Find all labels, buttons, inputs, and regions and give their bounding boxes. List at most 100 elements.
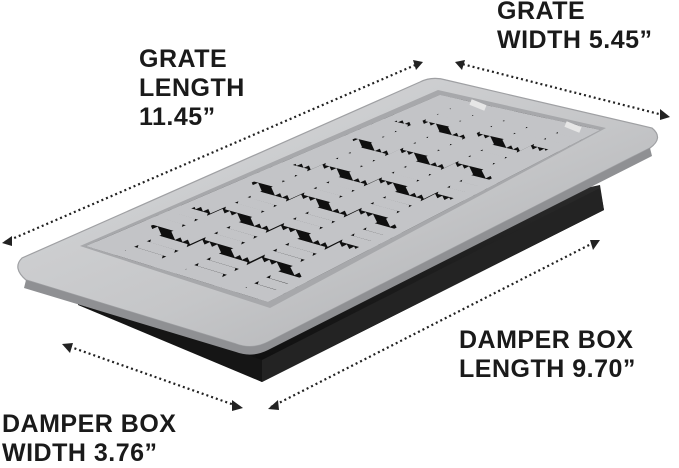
grille-bar	[227, 262, 281, 295]
grille-bar	[230, 225, 285, 258]
grille-bar	[98, 224, 154, 256]
grille-bar	[238, 227, 293, 260]
damper-width-dimension-line	[64, 343, 241, 409]
grille-bar	[307, 138, 363, 170]
grille-bar	[86, 95, 450, 254]
grille-bar	[159, 242, 214, 274]
grille-bar	[425, 112, 460, 129]
grille-bar	[237, 195, 275, 214]
grille-bar	[288, 237, 326, 256]
grille-bar	[265, 198, 320, 231]
grille-bar	[363, 152, 418, 185]
grille-bar	[407, 95, 463, 126]
grille-bar	[151, 239, 207, 272]
grille-bar	[488, 147, 542, 181]
grille-bar	[323, 214, 378, 247]
grille-bar	[479, 124, 515, 141]
grille-bar	[385, 189, 422, 208]
grille-bar	[219, 259, 274, 293]
grille-bar	[308, 210, 363, 243]
grille-bar	[515, 118, 570, 152]
grille-bar	[342, 182, 397, 216]
grille-bar	[470, 148, 506, 166]
grille-bar	[197, 257, 236, 277]
grille-bar	[427, 129, 463, 147]
grille-bar	[337, 150, 374, 169]
grille-bar	[461, 106, 516, 139]
grille-bar	[290, 242, 344, 276]
grille-bar	[412, 164, 467, 198]
dimension-arrowheads	[2, 60, 670, 411]
grille-bar	[415, 135, 451, 153]
grille-bar	[297, 244, 351, 278]
grille-bar	[209, 251, 248, 271]
grille-bar	[393, 165, 430, 183]
grille-bar	[386, 193, 440, 227]
grille-bar	[285, 168, 341, 200]
grille-bar	[186, 213, 241, 245]
grille-bar	[250, 189, 287, 208]
damper-length-dimension-line	[270, 240, 598, 408]
damper-box-length-line1: DAMPER BOX	[459, 326, 634, 354]
grille-bar	[258, 123, 600, 302]
grille-bar	[328, 175, 365, 193]
grille-bar	[278, 166, 334, 198]
grille-bar	[402, 141, 439, 158]
grate-length-label: GRATE LENGTH 11.45”	[139, 45, 245, 132]
grille-bar	[458, 154, 494, 172]
grille-bar	[206, 182, 262, 214]
grille-bar	[166, 244, 222, 277]
grille-bar	[419, 166, 474, 199]
grille-bar	[217, 225, 255, 245]
grille-bar	[316, 212, 370, 245]
grille-bar	[137, 239, 176, 259]
grille-bar	[335, 180, 390, 214]
grille-bar	[257, 196, 313, 229]
grille-bar	[125, 244, 163, 265]
grille-bar	[325, 156, 361, 174]
grille-bar	[171, 208, 227, 240]
grille-bar	[482, 142, 518, 160]
grille-bar	[384, 123, 440, 155]
grille-bar	[373, 195, 410, 214]
grille-bar	[204, 231, 243, 251]
grille-bar	[185, 263, 224, 283]
grille-bar	[437, 106, 473, 123]
grille-bar	[504, 113, 539, 130]
grille-bar	[199, 180, 255, 212]
grille-bar	[450, 101, 485, 118]
damper-box-length-label: DAMPER BOX LENGTH 9.70”	[459, 326, 636, 384]
damper-box-width-label: DAMPER BOX WIDTH 3.76”	[2, 410, 176, 468]
grate-length-dimension-line	[4, 61, 421, 244]
grate-width-line1: GRATE	[497, 0, 586, 25]
grille-bar	[106, 226, 162, 258]
grille-bar	[86, 238, 277, 302]
grate-length-value: 11.45”	[139, 103, 216, 131]
grate-length-line1: GRATE	[139, 45, 228, 73]
damper-box-width-line2: WIDTH 3.76”	[2, 439, 158, 467]
grille-bar	[381, 170, 418, 189]
grille-bar	[307, 205, 345, 224]
grille-bar	[283, 217, 321, 236]
grate-width-label: GRATE WIDTH 5.45”	[497, 0, 653, 55]
grille-bar	[491, 119, 527, 136]
grille-bar	[245, 229, 300, 262]
damper-box-width-line1: DAMPER BOX	[2, 410, 177, 438]
grille-bar	[361, 201, 398, 220]
grille-bar	[295, 211, 333, 230]
grille-bar	[250, 194, 305, 226]
grille-bar	[303, 186, 341, 205]
grille-bar	[405, 159, 442, 177]
grille-bar	[328, 179, 383, 212]
dimension-lines	[4, 61, 668, 409]
grille-bar	[212, 257, 266, 291]
grille-bar	[440, 135, 495, 169]
grille-bar	[276, 242, 314, 262]
damper-box-length-line2: LENGTH 9.70”	[459, 355, 636, 383]
grille-bar	[178, 210, 234, 243]
grille-bar	[481, 145, 535, 179]
grille-bar	[150, 233, 188, 253]
grille-bar	[264, 248, 302, 268]
